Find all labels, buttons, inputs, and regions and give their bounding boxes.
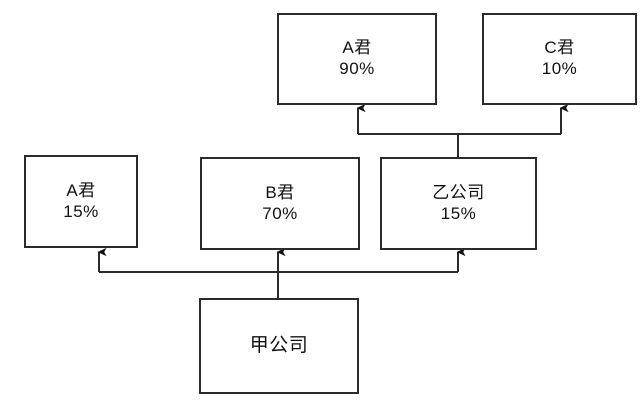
node-otsu-company-15[interactable]: 乙公司 15% <box>380 157 537 250</box>
node-a-top-90[interactable]: A君 90% <box>277 13 437 105</box>
node-label: A君 <box>66 180 96 200</box>
node-share: 15% <box>63 201 99 221</box>
node-share: 70% <box>262 203 298 223</box>
node-label: B君 <box>265 182 295 202</box>
edge-otsu-to-top-shareholders <box>356 103 569 157</box>
edge-kou-to-middle-shareholders <box>97 247 466 298</box>
node-kou-company[interactable]: 甲公司 <box>199 298 359 394</box>
node-label: C君 <box>544 38 575 58</box>
node-label: A君 <box>342 38 372 58</box>
node-share: 10% <box>541 59 578 78</box>
node-share: 15% <box>440 203 477 223</box>
node-label: 乙公司 <box>432 182 485 202</box>
node-label: 甲公司 <box>249 335 309 357</box>
node-a-mid-15[interactable]: A君 15% <box>24 155 138 248</box>
node-share: 90% <box>339 59 375 78</box>
node-c-top-10[interactable]: C君 10% <box>482 13 637 105</box>
node-b-mid-70[interactable]: B君 70% <box>200 157 360 250</box>
